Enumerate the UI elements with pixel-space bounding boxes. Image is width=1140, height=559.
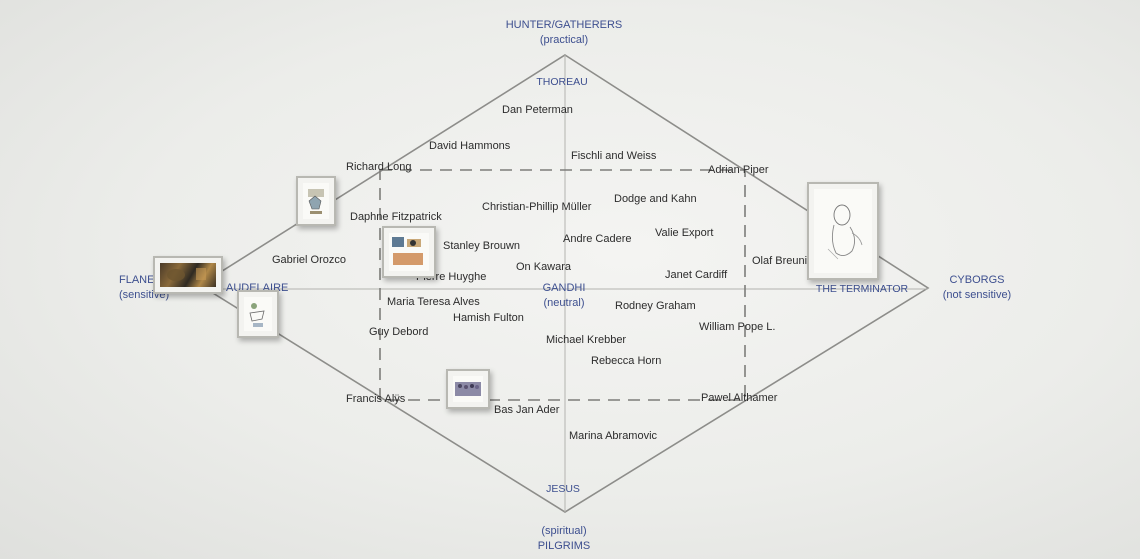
artist-name: On Kawara [516,261,572,273]
artist-name: Adrian Piper [708,164,769,176]
artist-name: Fischli and Weiss [571,150,657,162]
artist-name: Dan Peterman [502,104,573,116]
artist-name: David Hammons [429,140,511,152]
top-pole-title: HUNTER/GATHERERS [505,19,623,31]
artist-name: Marina Abramovic [569,430,658,442]
artist-name: Pierre Huyghe [416,271,487,283]
dashed-inner-rectangle [379,169,746,401]
artist-name: Michael Krebber [546,334,627,346]
group-photo-artwork [455,382,481,396]
framed-collage-center [382,226,436,278]
left-inner-label: AUDELAIRE [226,282,289,294]
top-pole-label: HUNTER/GATHERERS (practical) [500,18,628,48]
collage-artwork [392,237,423,265]
top-inner-label: THOREAU [536,76,588,88]
portrait-sketch-artwork [827,204,863,260]
artist-name: Andre Cadere [563,233,632,245]
sketch-artwork [249,303,265,327]
artist-name: Stanley Brouwn [443,240,521,252]
framed-photo-bottom [446,369,490,409]
artist-name: Rodney Graham [615,300,696,312]
artist-name: Pawel Althamer [701,392,778,404]
artist-name: Dodge and Kahn [614,193,697,205]
artist-name: Maria Teresa Alves [387,296,480,308]
framed-photo-left [153,256,223,294]
collage-artwork [167,268,206,281]
left-pole-title: FLANE [119,274,155,286]
sketch-artwork [308,189,324,214]
artist-name: Richard Long [346,161,412,173]
framed-drawing-lower-left [237,290,279,338]
right-pole-title: CYBORGS [949,274,1005,286]
bottom-pole-label: (spiritual) PILGRIMS [518,524,610,554]
bottom-pole-title: PILGRIMS [537,539,591,552]
bottom-inner-label: JESUS [546,483,580,495]
center-title: GANDHI [542,282,586,294]
artist-name: Rebecca Horn [591,355,662,367]
artist-name: Janet Cardiff [665,269,728,281]
artist-name: Olaf Breuni [752,255,808,267]
center-subtitle: (neutral) [543,297,585,309]
right-pole-label: CYBORGS (not sensitive) [935,273,1019,303]
top-pole-subtitle: (practical) [539,33,589,46]
artist-name: William Pope L. [699,321,776,333]
artist-name: Gabriel Orozco [272,254,346,266]
artist-name: Bas Jan Ader [494,404,560,416]
framed-drawing-upper-left [296,176,336,226]
artist-name: Hamish Fulton [453,312,524,324]
right-inner-label: THE TERMINATOR [815,283,909,295]
framed-drawing-right [807,182,879,280]
artist-name: Christian-Phillip Müller [482,201,592,213]
artist-name: Francis Alÿs [346,393,406,405]
artist-name: Guy Debord [369,326,429,338]
bottom-pole-subtitle: (spiritual) [541,525,587,537]
artist-name: Daphne Fitzpatrick [350,211,442,223]
artist-name: Valie Export [655,227,714,239]
right-pole-subtitle: (not sensitive) [942,288,1012,301]
